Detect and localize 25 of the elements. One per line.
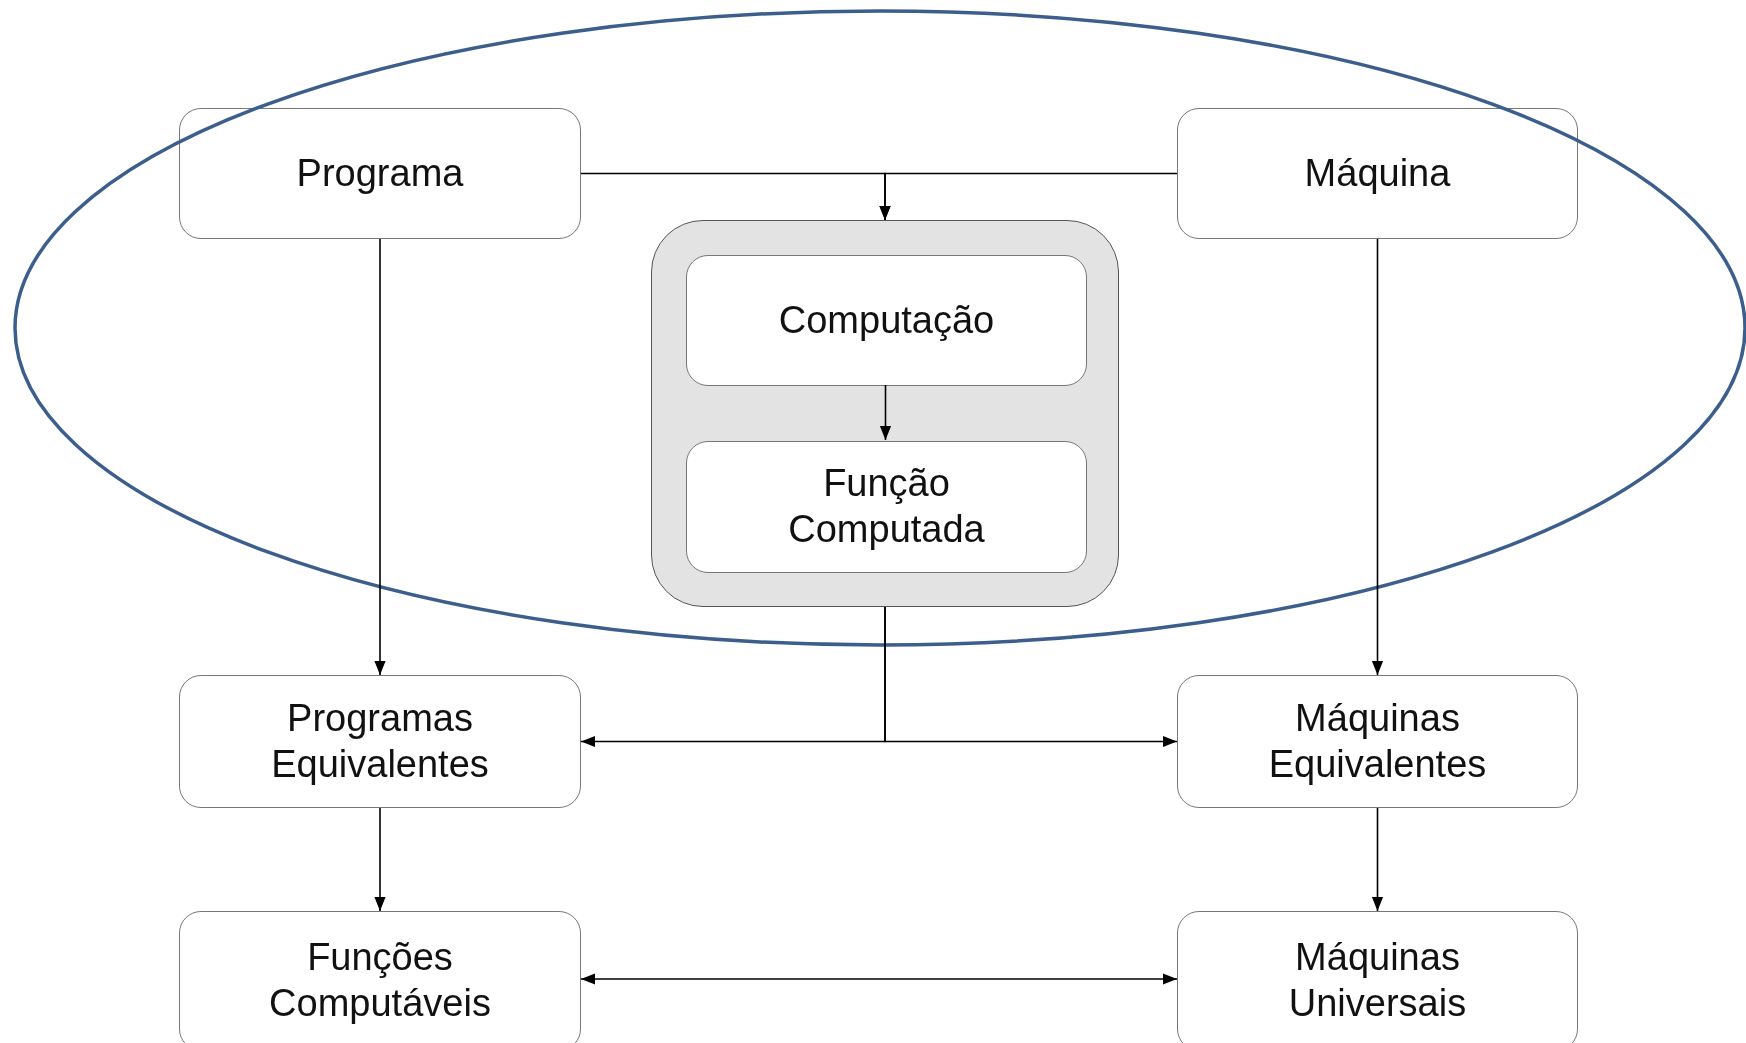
arrow (884, 606, 1178, 748)
box-label: Máquinas Universais (1287, 935, 1468, 1026)
process-box (1177, 675, 1578, 808)
box-label: Programas Equivalentes (270, 695, 490, 787)
arrow (879, 384, 892, 441)
box-label: Computação (777, 297, 996, 343)
process-box (1177, 911, 1578, 1043)
box-label: Função Computada (787, 461, 986, 552)
process-box (1177, 108, 1578, 239)
box-label: Programa (295, 150, 465, 196)
arrow (1371, 807, 1384, 912)
arrow (879, 172, 1178, 221)
process-box (179, 911, 581, 1043)
arrow (1371, 238, 1384, 676)
arrow (374, 238, 386, 676)
arrow (580, 973, 1178, 985)
arrow (374, 807, 386, 912)
group-panel (651, 220, 1119, 607)
box-label: Máquina (1303, 150, 1452, 196)
box-label: Funções Computáveis (268, 935, 492, 1026)
process-box (686, 441, 1087, 573)
process-box (686, 255, 1087, 386)
process-box (179, 675, 581, 808)
process-box (179, 108, 581, 239)
box-label: Máquinas Equivalentes (1267, 695, 1488, 787)
